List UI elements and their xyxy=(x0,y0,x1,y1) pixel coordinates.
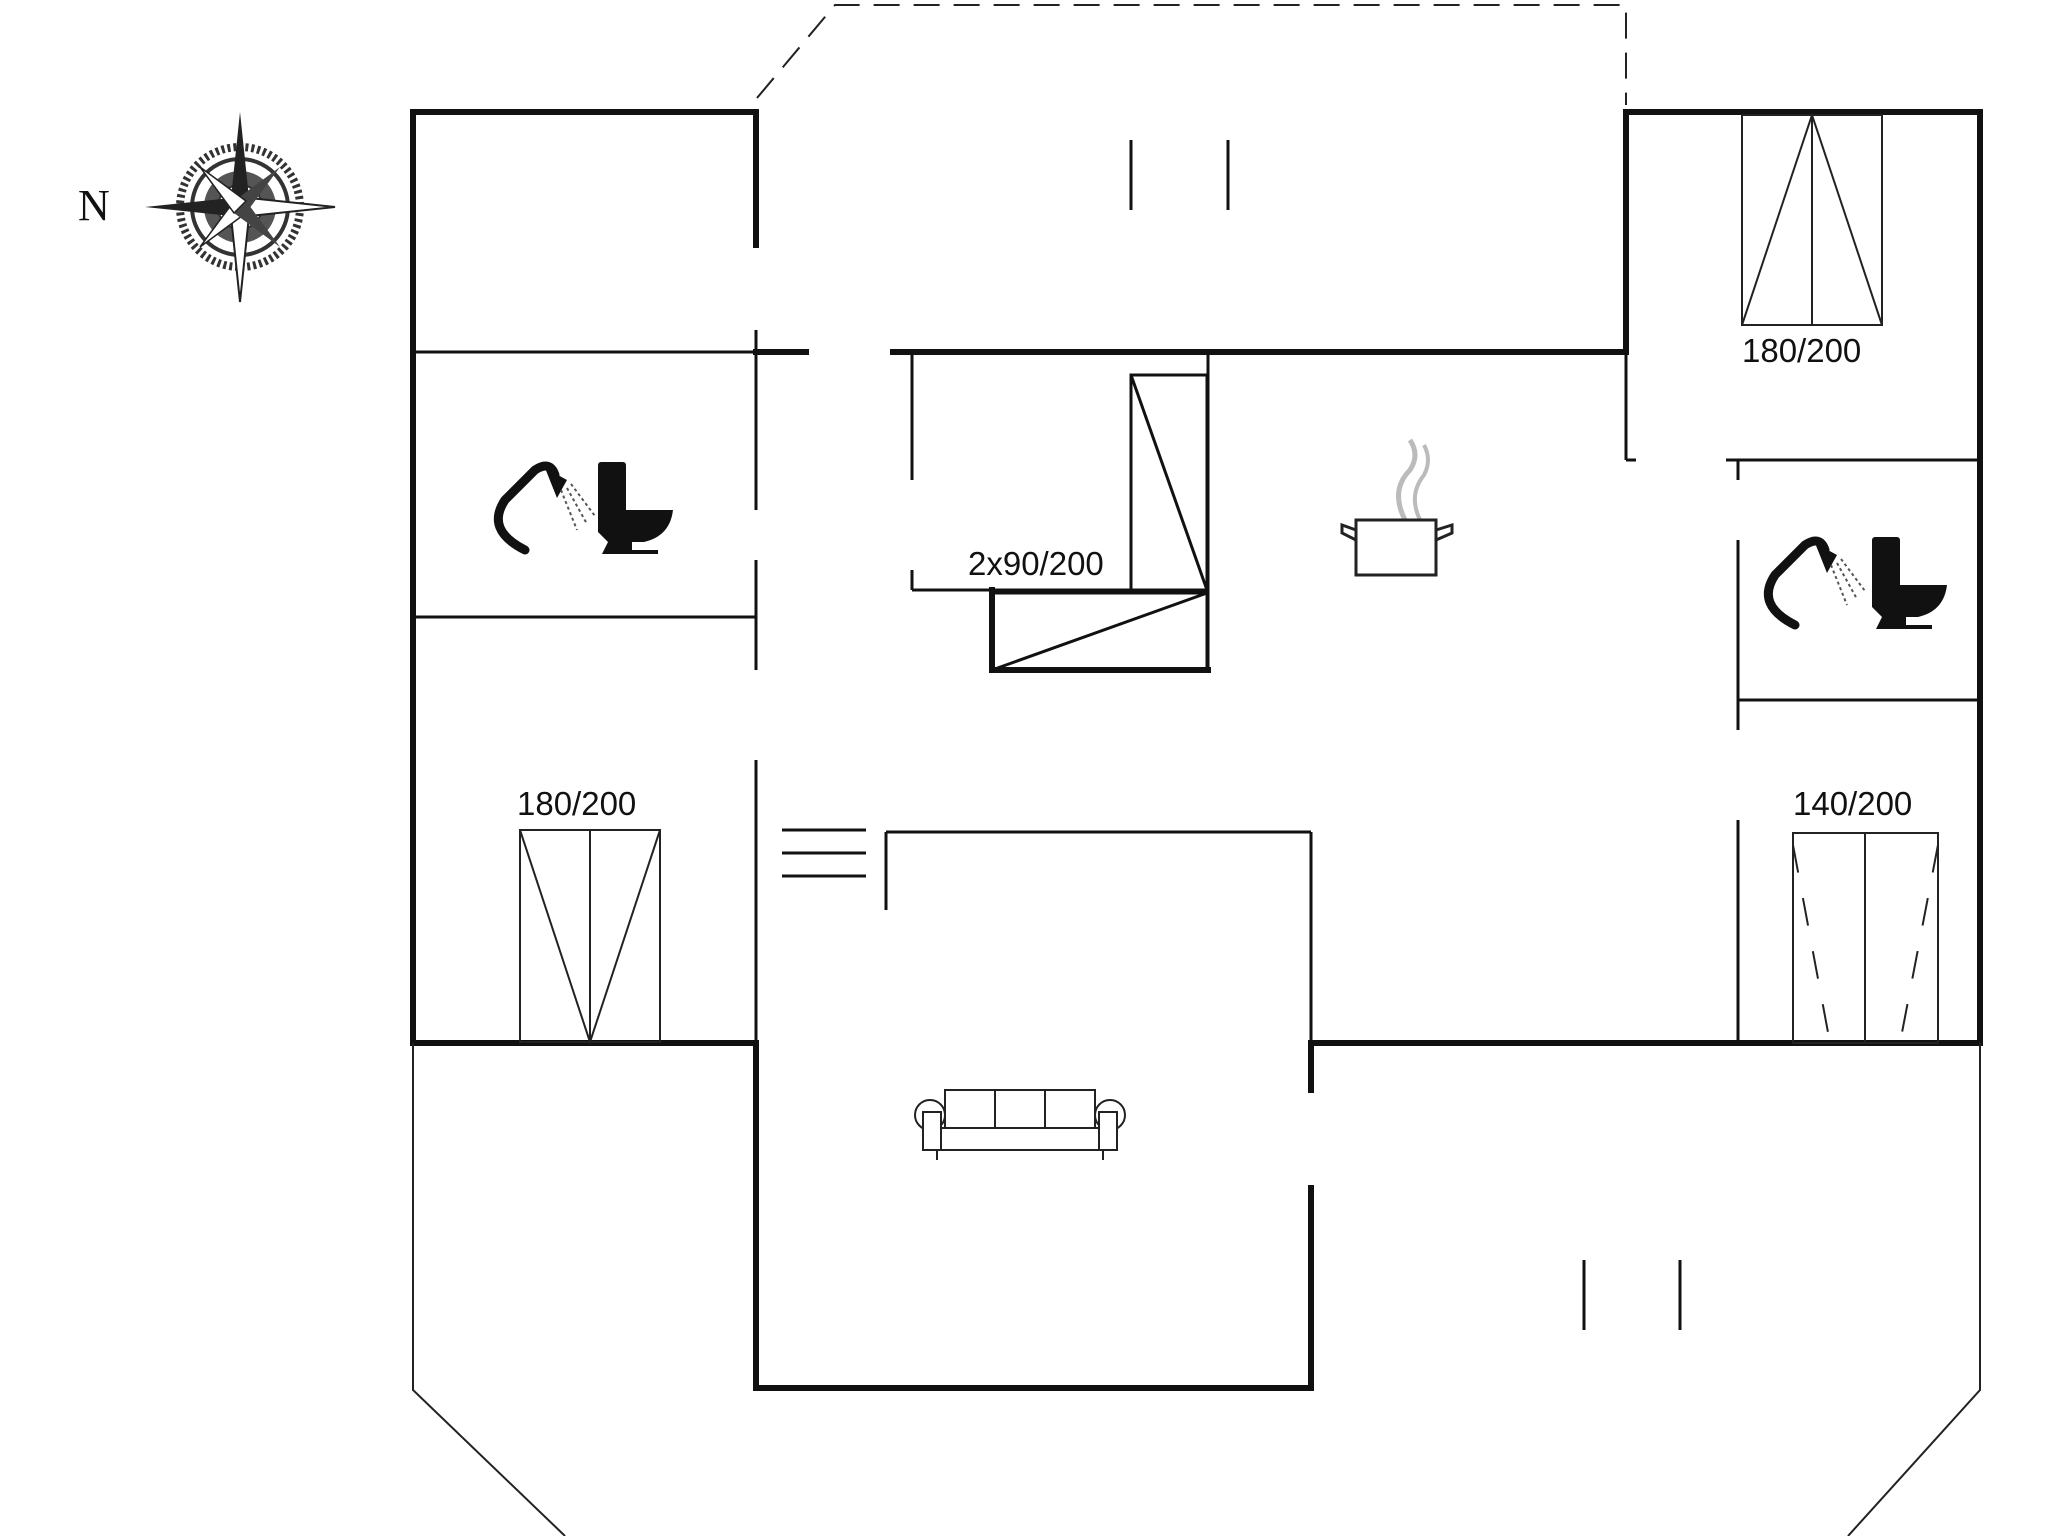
opening-marks xyxy=(782,140,1682,1330)
bed-size-label: 180/200 xyxy=(1742,332,1861,369)
bed-size-label: 180/200 xyxy=(517,785,636,822)
bed-right: 140/200 xyxy=(1792,785,1939,1044)
compass-north-label: N xyxy=(78,181,110,230)
bunk-bed-center: 2x90/200 xyxy=(968,373,1209,672)
compass-rose-icon xyxy=(145,112,336,303)
shower-icon xyxy=(1763,536,1866,630)
shower-icon xyxy=(493,461,596,555)
sofa-icon xyxy=(914,1089,1126,1160)
bed-size-label: 140/200 xyxy=(1793,785,1912,822)
compass: N xyxy=(78,112,336,303)
roof-outline xyxy=(756,4,1627,105)
toilet-icon xyxy=(1872,537,1947,629)
interior-walls xyxy=(413,330,1980,1043)
outer-walls xyxy=(410,109,1983,1391)
bed-top-right: 180/200 xyxy=(1741,111,1883,369)
toilet-icon xyxy=(598,462,673,554)
terrace-outline xyxy=(412,1043,1981,1536)
bathroom-left xyxy=(493,461,673,555)
cooking-pot-icon xyxy=(1340,438,1454,577)
bathroom-right xyxy=(1763,536,1947,630)
bed-left: 180/200 xyxy=(517,785,661,1046)
bed-size-label: 2x90/200 xyxy=(968,545,1104,582)
